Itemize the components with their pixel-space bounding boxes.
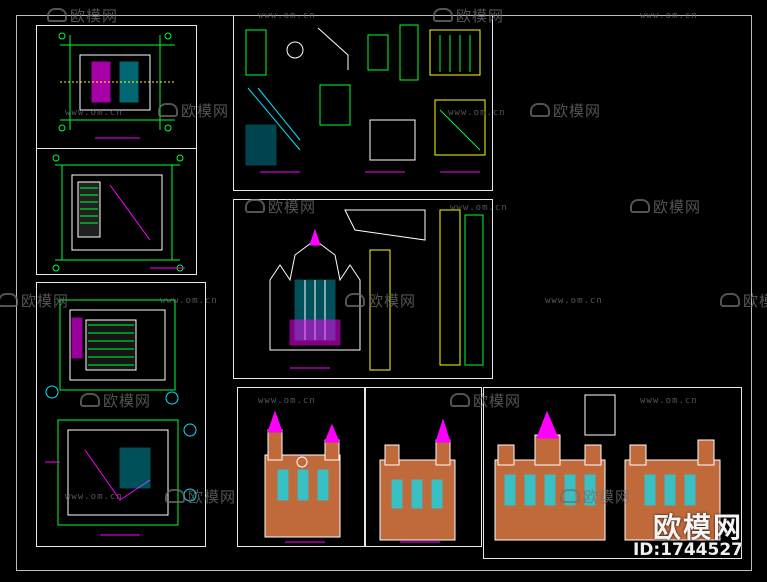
sofa-logo-icon bbox=[0, 293, 18, 307]
sheet-front-elevation bbox=[237, 387, 365, 547]
sofa-logo-icon bbox=[80, 393, 100, 407]
sofa-logo-icon bbox=[345, 293, 365, 307]
watermark-site: www.om.cn bbox=[258, 396, 316, 406]
sheet-plan-second-floor bbox=[36, 148, 197, 275]
watermark-brand: 欧模网 bbox=[720, 290, 767, 311]
sofa-logo-icon bbox=[165, 489, 185, 503]
front-elevation bbox=[264, 410, 341, 543]
sofa-logo-icon bbox=[450, 393, 470, 407]
watermark-site: www.om.cn bbox=[448, 108, 506, 118]
watermark-brand: 欧模网 bbox=[158, 100, 229, 121]
watermark-site: www.om.cn bbox=[640, 396, 698, 406]
watermark-brand: 欧模网 bbox=[433, 5, 504, 26]
watermark-brand: 欧模网 bbox=[345, 290, 416, 311]
watermark-site: www.om.cn bbox=[65, 492, 123, 502]
sheet-section-elevation bbox=[233, 199, 493, 379]
rear-elevations bbox=[494, 394, 721, 541]
watermark-site: www.om.cn bbox=[160, 296, 218, 306]
watermark-site: www.om.cn bbox=[258, 11, 316, 21]
watermark-brand: 欧模网 bbox=[80, 390, 151, 411]
watermark-brand: 欧模网 bbox=[560, 486, 631, 507]
floor-plan-2 bbox=[52, 154, 185, 272]
sofa-logo-icon bbox=[630, 199, 650, 213]
watermark-site: www.om.cn bbox=[65, 108, 123, 118]
sofa-logo-icon bbox=[560, 489, 580, 503]
sofa-logo-icon bbox=[158, 103, 178, 117]
floor-plan-1 bbox=[58, 32, 175, 139]
sheet-rear-elevations bbox=[483, 387, 742, 559]
sofa-logo-icon bbox=[530, 103, 550, 117]
watermark-brand: 欧模网 bbox=[450, 390, 521, 411]
watermark-brand: 欧模网 bbox=[165, 486, 236, 507]
watermark-site: www.om.cn bbox=[450, 203, 508, 213]
watermark-site: www.om.cn bbox=[545, 296, 603, 306]
section-elevation bbox=[269, 209, 484, 371]
side-elevation bbox=[379, 418, 456, 543]
watermark-brand: 欧模网 bbox=[630, 196, 701, 217]
sofa-logo-icon bbox=[245, 199, 265, 213]
watermark-brand: 欧模网 bbox=[47, 5, 118, 26]
asset-id-label: ID:1744527 bbox=[632, 540, 743, 560]
outer-border bbox=[16, 15, 752, 571]
sheet-side-elevation bbox=[365, 387, 482, 547]
watermark-brand: 欧模网 bbox=[245, 196, 316, 217]
stair-details bbox=[245, 24, 486, 173]
sofa-logo-icon bbox=[433, 8, 453, 22]
brand-watermark-large: 欧模网 bbox=[652, 511, 743, 544]
watermark-brand: 欧模网 bbox=[530, 100, 601, 121]
watermark-brand: 欧模网 bbox=[0, 290, 69, 311]
sheet-plan-third-floor bbox=[36, 282, 206, 547]
watermark-site: www.om.cn bbox=[640, 11, 698, 21]
sofa-logo-icon bbox=[47, 8, 67, 22]
sofa-logo-icon bbox=[720, 293, 740, 307]
floor-plan-3 bbox=[45, 299, 197, 536]
